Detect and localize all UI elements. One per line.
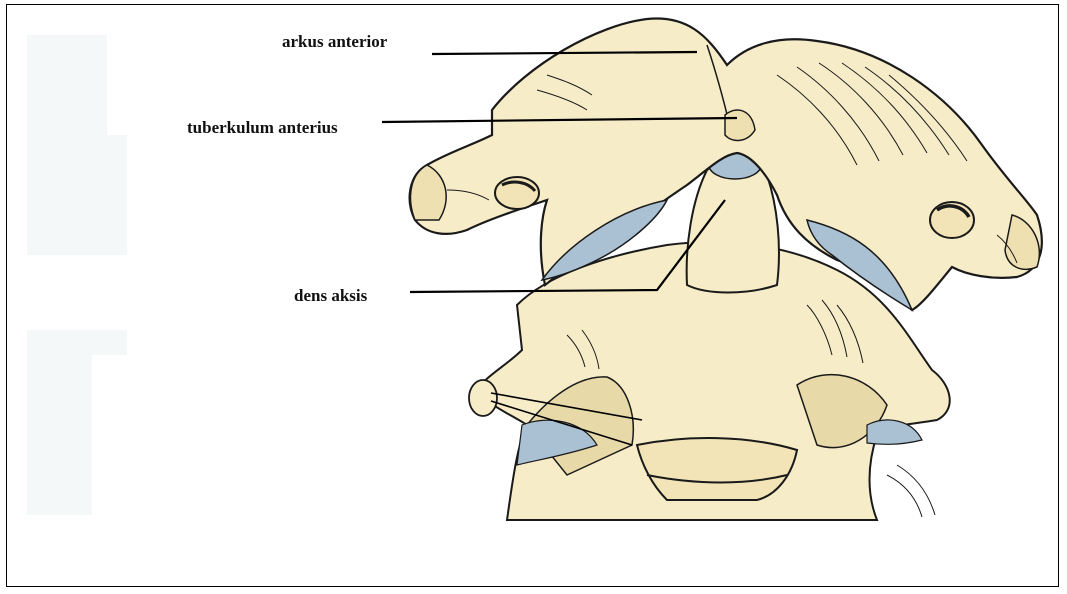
label-tuberkulum-anterius: tuberkulum anterius [187, 118, 338, 138]
figure-frame: arkus anterior tuberkulum anterius dens … [6, 4, 1059, 587]
process-knob [469, 380, 497, 416]
label-dens-aksis: dens aksis [294, 286, 367, 306]
vertebra-illustration [7, 5, 1059, 587]
label-arkus-anterior: arkus anterior [282, 32, 387, 52]
label-box-bottom [92, 355, 472, 525]
